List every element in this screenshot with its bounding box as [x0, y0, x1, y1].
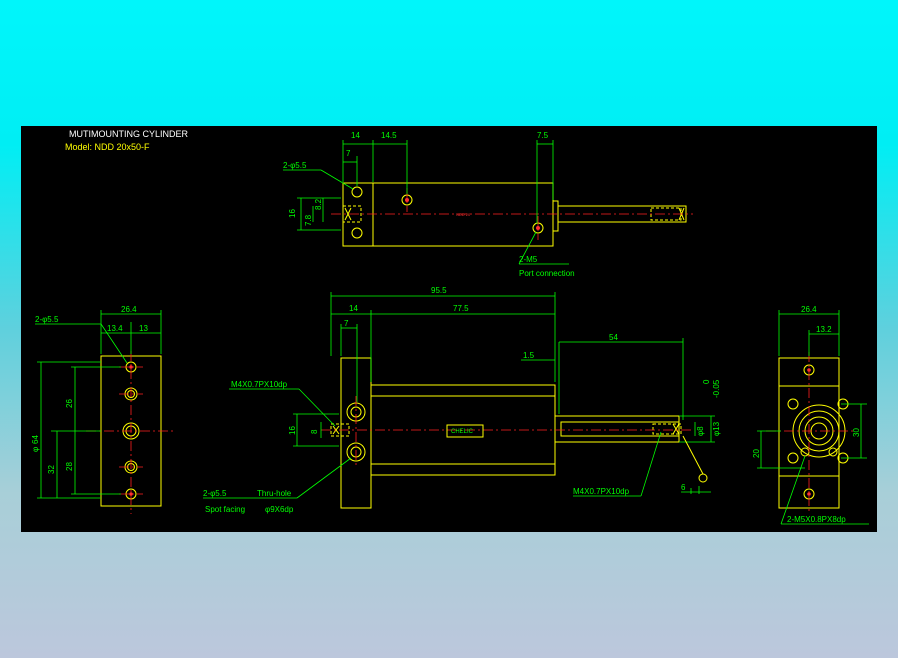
left-dim-26-4: 26.4 [121, 305, 137, 314]
front-dim-7: 7 [344, 319, 349, 328]
spot-dim-label: φ9X6dp [265, 505, 294, 514]
top-dim-7-5: 7.5 [537, 131, 549, 140]
right-thread-label: 2-M5X0.8PX8dp [787, 515, 846, 524]
model-label: Model: NDD 20x50-F [65, 142, 150, 152]
left-dim-32: 32 [47, 465, 56, 474]
left-hole-label: 2-φ5.5 [35, 315, 59, 324]
brand-plate: CHELIC [451, 429, 474, 435]
right-view: 26.4 13.2 30 20 2-M5X0.8PX8dp [752, 305, 869, 525]
top-dim-14: 14 [351, 131, 360, 140]
front-dim-1-5: 1.5 [523, 351, 535, 360]
drawing-title: MUTIMOUNTING CYLINDER [69, 129, 189, 139]
front-dim-16: 16 [288, 426, 297, 435]
left-dim-13-4: 13.4 [107, 324, 123, 333]
cad-drawing: MUTIMOUNTING CYLINDER Model: NDD 20x50-F… [21, 126, 877, 532]
top-dim-16: 16 [288, 209, 297, 218]
right-dim-26-4: 26.4 [801, 305, 817, 314]
top-hole-label: 2-φ5.5 [283, 161, 307, 170]
body-tag: NDD 20 [456, 212, 471, 217]
front-tol-neg: -0.05 [712, 379, 721, 398]
spot-facing-label: Spot facing [205, 505, 245, 514]
front-dim-8-left: 8 [310, 429, 319, 434]
left-dim-64: 64 [31, 435, 40, 444]
front-dim-14: 14 [349, 304, 358, 313]
left-dim-28: 28 [65, 462, 74, 471]
front-tol-0: 0 [702, 379, 711, 384]
front-dim-phi13: φ13 [712, 421, 721, 436]
left-view: 26.4 13.4 13 2-φ5.5 26 28 32 φ 64 [31, 305, 176, 514]
front-dim-6: 6 [681, 483, 686, 492]
port-note: Port connection [519, 269, 575, 278]
top-dim-8-2: 8.2 [314, 198, 323, 210]
left-dim-13: 13 [139, 324, 148, 333]
front-dim-77-5: 77.5 [453, 304, 469, 313]
thru-hole-label: Thru-hole [257, 489, 292, 498]
right-dim-13-2: 13.2 [816, 325, 832, 334]
top-dim-7-8: 7.8 [304, 214, 313, 226]
port-label: 2-M5 [519, 255, 538, 264]
top-dim-7: 7 [346, 149, 351, 158]
front-hole-label: 2-φ5.5 [203, 489, 227, 498]
thread-left-label: M4X0.7PX10dp [231, 380, 288, 389]
left-dim-26: 26 [65, 399, 74, 408]
thread-right-label: M4X0.7PX10dp [573, 487, 630, 496]
top-view: NDD 20 14 14.5 7.5 7 16 7.8 8.2 2-φ5.5 2… [283, 131, 693, 278]
front-dim-phi8: φ8 [696, 426, 705, 436]
right-dim-30: 30 [852, 428, 861, 437]
front-view: CHELIC 95.5 14 77.5 7 1.5 54 16 8 0 -0.0… [203, 286, 721, 514]
front-dim-54: 54 [609, 333, 618, 342]
front-dim-95-5: 95.5 [431, 286, 447, 295]
left-dim-64-phi: φ [31, 447, 40, 452]
right-dim-20: 20 [752, 449, 761, 458]
top-dim-14-5: 14.5 [381, 131, 397, 140]
